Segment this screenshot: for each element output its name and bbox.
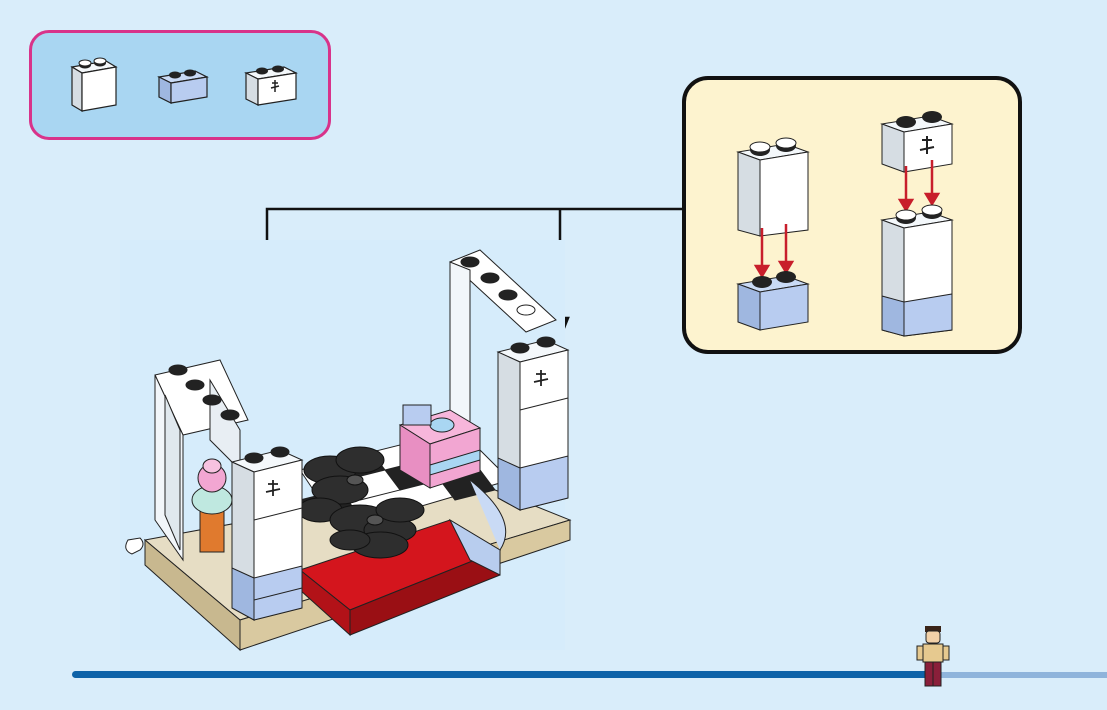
left-pillar: [232, 447, 302, 620]
right-pillar: [498, 337, 568, 510]
progress-bar-tail: [932, 672, 1107, 678]
progress-bar: [72, 671, 932, 678]
prince-minifigure-icon: [913, 622, 953, 692]
